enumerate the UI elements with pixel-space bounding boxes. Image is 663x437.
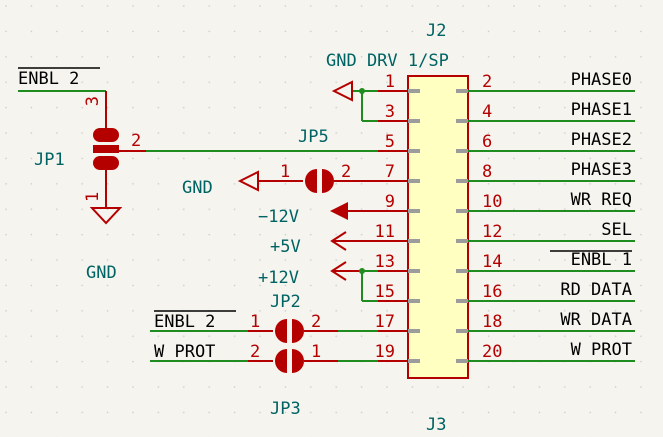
neg12v-symbol [330,202,378,220]
net-label-neg12v: −12V [258,207,299,227]
net-label-enbl2-left: ENBL 2 [154,312,215,332]
connector-pin-stub [408,179,420,183]
jp3-pin-2: 2 [250,342,260,362]
connector-pin-stub [456,299,468,303]
connector-pin-stub [408,329,420,333]
connector-pin-stub [408,269,420,273]
connector-pin-stub [408,149,420,153]
connector-pin-number: 6 [482,132,492,152]
pos5v-symbol [330,231,378,251]
signal-label: WR DATA [560,310,632,330]
connector-pin-number: 16 [482,282,502,302]
connector-pin-stub [408,359,420,363]
jp5-pin-2: 2 [341,162,351,182]
signal-label: W PROT [571,340,632,360]
connector-pin-stub [456,89,468,93]
net-label-gnd-jp5: GND [182,178,213,198]
jp3-pin-1: 1 [311,342,321,362]
connector-pin-stub [408,239,420,243]
jp1-pin-2: 2 [131,131,141,151]
right-signal-labels: PHASE0 PHASE1 PHASE2 PHASE3 WR REQ SEL E… [560,70,632,360]
signal-label: PHASE1 [571,100,632,120]
signal-label: RD DATA [560,280,632,300]
connector-value: J3 [426,415,446,435]
net-label-enbl2-top: ENBL 2 [18,69,79,89]
jp2-reference: JP2 [270,292,301,312]
jp5-reference: JP5 [298,127,329,147]
connector-pin-number: 13 [375,252,395,272]
jp3-reference: JP3 [270,399,301,419]
jumper-jp1[interactable] [89,91,146,225]
connector-pin-number: 4 [482,102,492,122]
connector-pin-number: 2 [482,72,492,92]
connector-pin-stub [456,239,468,243]
gnd-drv-wiring [352,88,378,122]
connector-pin-stub [456,179,468,183]
jp1-pin-1: 1 [83,192,103,202]
connector-pin-stub [456,329,468,333]
connector-pin-number: 15 [375,282,395,302]
connector-pin-stub [408,209,420,213]
connector-pin-number: 11 [375,222,395,242]
jumper-jp2[interactable] [248,319,338,343]
connector-pin-stub [456,119,468,123]
connector-pin-number: 9 [385,192,395,212]
connector-pin-number: 10 [482,192,502,212]
jp1-pin-3: 3 [83,96,103,106]
connector-pin-stub [456,149,468,153]
connector-reference: J2 [426,21,446,41]
connector-body [407,75,469,379]
jp2-pin-1: 1 [250,312,260,332]
jp5-pin-1: 1 [280,162,290,182]
connector-pin-number: 8 [482,162,492,182]
connector-pin-stub [456,269,468,273]
signal-label: SEL [601,220,632,240]
connector-pin-stub [456,359,468,363]
connector-pin-number: 19 [375,342,395,362]
signal-label: ENBL 1 [571,250,632,270]
jumper-jp3[interactable] [248,349,338,373]
right-signal-wires [468,90,635,362]
connector-pin-number: 18 [482,312,502,332]
net-label-gnd-drv: GND DRV 1/SP [326,51,449,71]
connector-pin-stub [456,209,468,213]
net-label-pos5v: +5V [270,237,301,257]
connector-pin-number: 12 [482,222,502,242]
connector-pin-number: 14 [482,252,502,272]
jumper-jp5[interactable] [237,169,378,193]
signal-label: PHASE0 [571,70,632,90]
pos12v-symbol [330,261,378,302]
connector-pin-number: 3 [385,102,395,122]
connector-pin-number: 7 [385,162,395,182]
signal-label: WR REQ [571,190,632,210]
gnd-drv-symbol [331,80,353,102]
net-label-wprot-left: W PROT [154,342,215,362]
connector-pin-number: 5 [385,132,395,152]
signal-label: PHASE2 [571,130,632,150]
connector-pin-stub [408,299,420,303]
net-label-gnd-jp1: GND [86,263,117,283]
net-label-pos12v: +12V [258,268,299,288]
connector-pin-stub [408,89,420,93]
signal-label: PHASE3 [571,160,632,180]
connector-pin-stub [408,119,420,123]
connector-pin-number: 17 [375,312,395,332]
connector-pin-number: 1 [385,72,395,92]
jp1-reference: JP1 [34,150,65,170]
jp2-pin-2: 2 [311,312,321,332]
connector-pin-number: 20 [482,342,502,362]
